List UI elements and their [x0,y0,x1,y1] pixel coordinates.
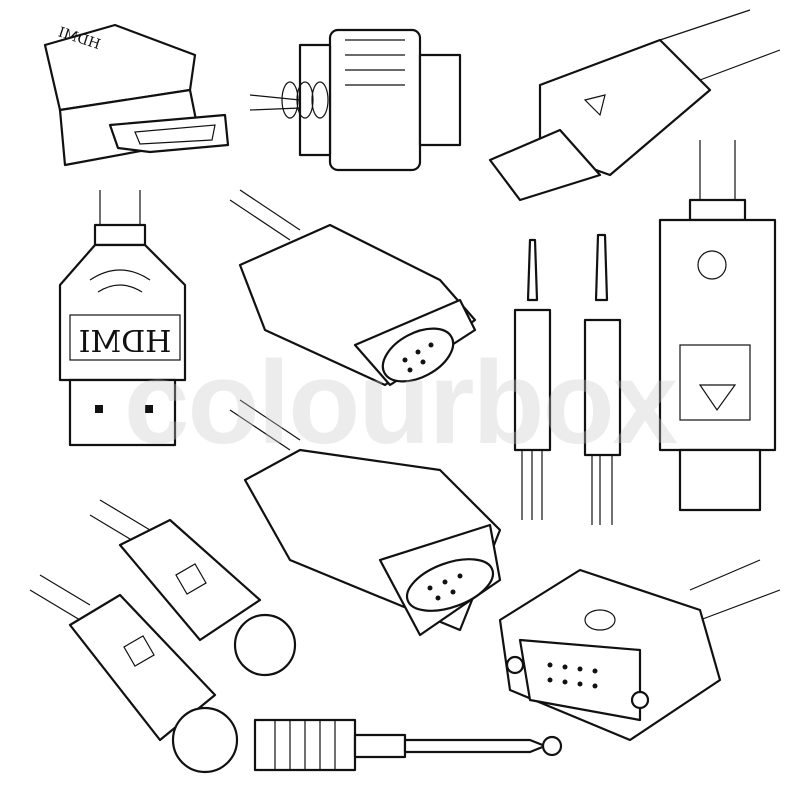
vga-connector-male [229,399,502,637]
mono-jack-plug [253,718,563,772]
hdmi-label-front: HDMI [79,325,172,360]
ps2-plugs [29,499,297,774]
vga-connector-female [229,189,477,387]
hdmi-plug-vertical: HDMI [58,190,187,447]
hdmi-plug-angled: HDMI [43,23,230,167]
dvi-connector [498,559,781,742]
displayport-plug-vertical [658,140,777,512]
displayport-plug-angled [488,9,781,202]
audio-jack-plugs [513,233,622,525]
vga-connector-side [249,28,462,172]
